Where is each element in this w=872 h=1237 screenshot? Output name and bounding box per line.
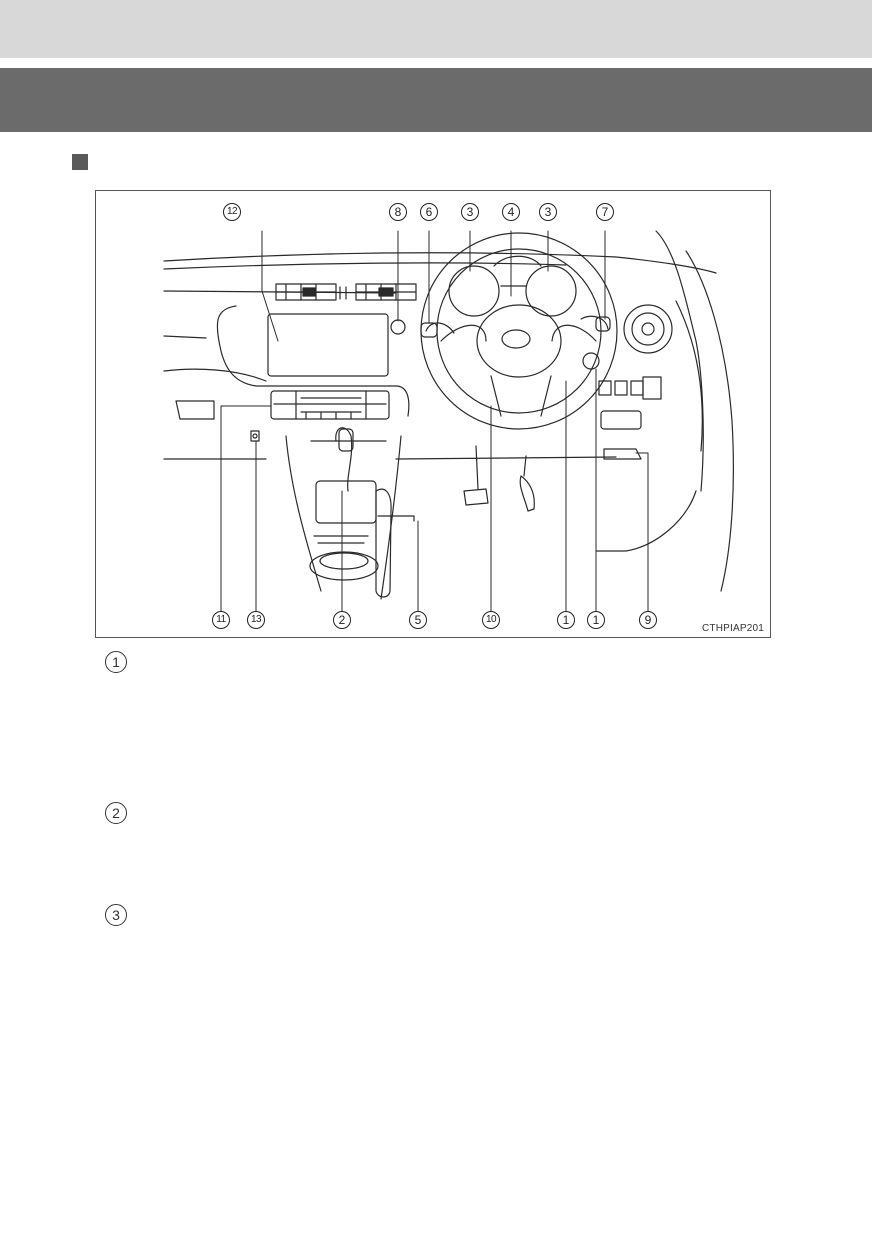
- callout-6: 6: [420, 203, 438, 221]
- legend-item-3: 3: [105, 904, 127, 926]
- callout-3-left: 3: [461, 203, 479, 221]
- callout-9: 9: [639, 611, 657, 629]
- section-title-band: [0, 68, 872, 132]
- callout-11: 11: [212, 611, 230, 629]
- section-square-marker: [72, 154, 88, 170]
- header-band: [0, 0, 872, 58]
- callout-5: 5: [409, 611, 427, 629]
- callout-12: 12: [223, 203, 241, 221]
- figure-code: CTHPIAP201: [701, 623, 764, 634]
- legend-item-1: 1: [105, 651, 127, 673]
- dashboard-line-drawing: [163, 230, 734, 612]
- callout-2: 2: [333, 611, 351, 629]
- callout-13: 13: [247, 611, 265, 629]
- dashboard-illustration: 12 8 6 3 4 3 7 11 13 2 5 10 1 1 9 CTHPIA…: [95, 190, 771, 638]
- callout-3-right: 3: [539, 203, 557, 221]
- callout-1-right: 1: [587, 611, 605, 629]
- callout-10: 10: [482, 611, 500, 629]
- legend-item-2: 2: [105, 802, 127, 824]
- callout-4: 4: [502, 203, 520, 221]
- callout-1-left: 1: [557, 611, 575, 629]
- callout-8: 8: [389, 203, 407, 221]
- callout-7: 7: [596, 203, 614, 221]
